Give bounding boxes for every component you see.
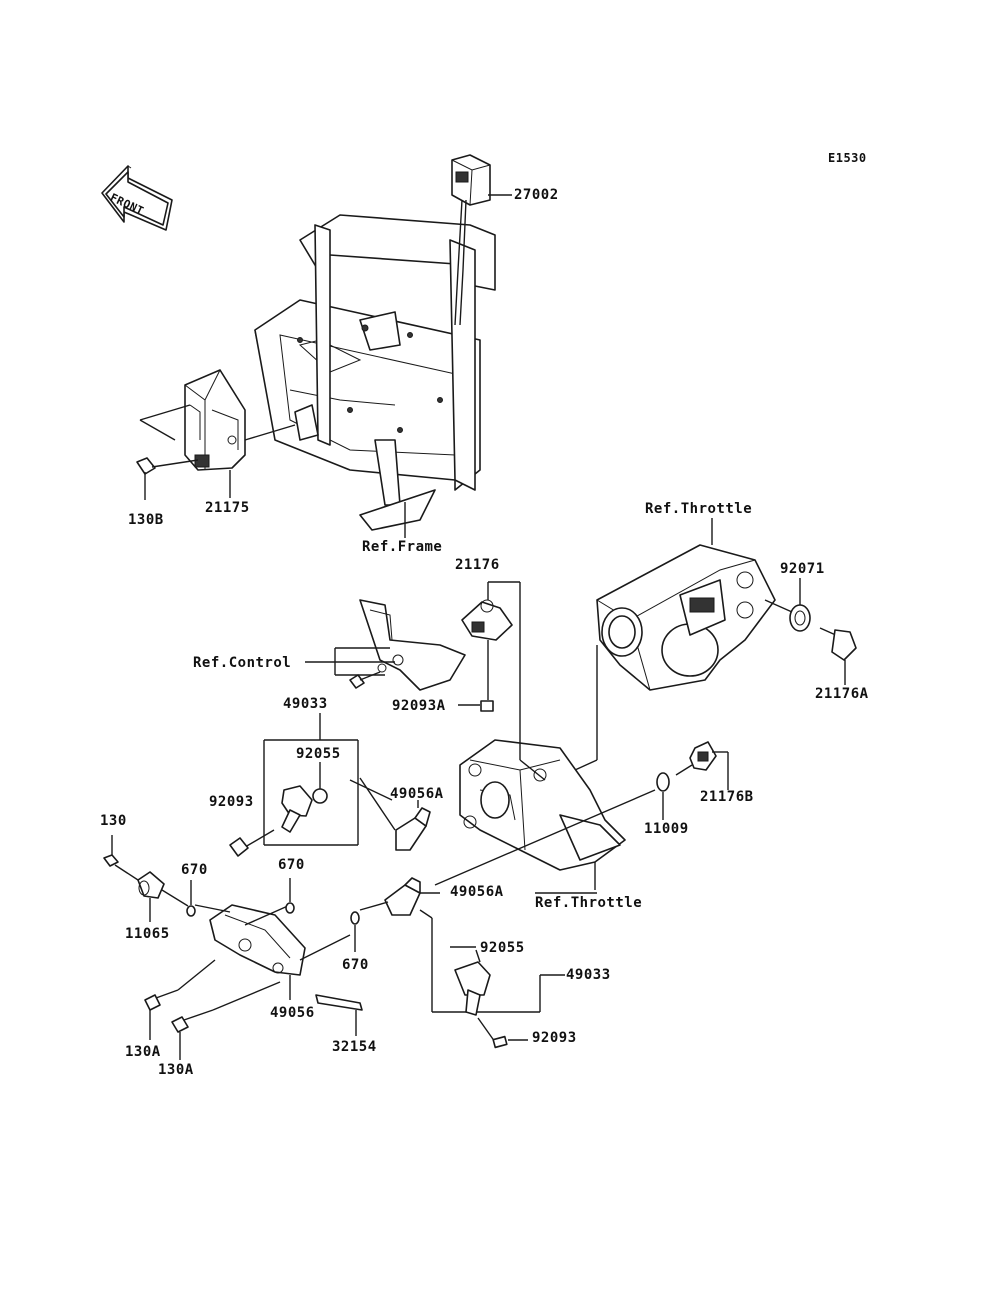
oring-11009-illustration — [434, 772, 670, 886]
sensor-21176B-illustration — [675, 741, 729, 790]
label-21176B: 21176B — [700, 789, 754, 805]
damper-11065-illustration — [137, 871, 189, 922]
label-92093-bottom: 92093 — [532, 1030, 577, 1046]
pipe-32154-illustration — [315, 994, 363, 1036]
label-92093-left: 92093 — [209, 794, 254, 810]
ecu-21175-illustration — [136, 369, 296, 500]
oring-670-b-illustration — [285, 878, 295, 914]
fuel-rail-illustration — [194, 904, 351, 1000]
label-130: 130 — [100, 813, 127, 829]
label-670-b: 670 — [278, 857, 305, 873]
label-92055-top: 92055 — [296, 746, 341, 762]
label-92093A: 92093A — [392, 698, 446, 714]
label-130B: 130B — [128, 512, 164, 528]
label-ref-throttle-top: Ref.Throttle — [645, 501, 753, 517]
label-130A-a: 130A — [125, 1044, 161, 1060]
label-21175: 21175 — [205, 500, 250, 516]
bolt-130A-b-illustration — [171, 981, 281, 1060]
label-11009: 11009 — [644, 821, 689, 837]
label-21176: 21176 — [455, 557, 500, 573]
relay-27002-illustration — [451, 154, 512, 326]
label-130A-b: 130A — [158, 1062, 194, 1078]
diagram-code: E1530 — [828, 151, 867, 165]
injector-49033-lower-illustration — [419, 909, 565, 1049]
sensor-21176-illustration — [458, 581, 546, 781]
label-27002: 27002 — [514, 187, 559, 203]
label-92071: 92071 — [780, 561, 825, 577]
label-49056A-top: 49056A — [390, 786, 444, 802]
label-ref-control: Ref.Control — [193, 655, 292, 671]
label-ref-frame: Ref.Frame — [362, 539, 443, 555]
regulator-49056A-lower-illustration — [359, 877, 440, 916]
label-49033-bottom: 49033 — [566, 967, 611, 983]
bolt-130A-a-illustration — [144, 959, 216, 1040]
sensor-21176A-illustration — [819, 627, 857, 685]
front-arrow-icon — [101, 165, 173, 231]
label-670-a: 670 — [181, 862, 208, 878]
label-92055-bottom: 92055 — [480, 940, 525, 956]
label-670-c: 670 — [342, 957, 369, 973]
throttle-body-illustration — [574, 518, 776, 771]
label-ref-throttle-bottom: Ref.Throttle — [535, 895, 643, 911]
label-49033-top: 49033 — [283, 696, 328, 712]
oring-670-a-illustration — [186, 880, 196, 917]
cap-92071-illustration — [764, 578, 811, 632]
bolt-130-illustration — [103, 835, 139, 881]
control-bracket-illustration — [305, 599, 466, 691]
label-49056: 49056 — [270, 1005, 315, 1021]
lower-throttle-body-illustration — [459, 739, 626, 890]
injector-49033-upper-illustration — [229, 713, 393, 857]
label-32154: 32154 — [332, 1039, 377, 1055]
oring-670-c-illustration — [350, 911, 360, 952]
label-11065: 11065 — [125, 926, 170, 942]
regulator-49056A-upper-illustration — [359, 777, 431, 851]
label-21176A: 21176A — [815, 686, 869, 702]
label-49056A-mid: 49056A — [450, 884, 504, 900]
